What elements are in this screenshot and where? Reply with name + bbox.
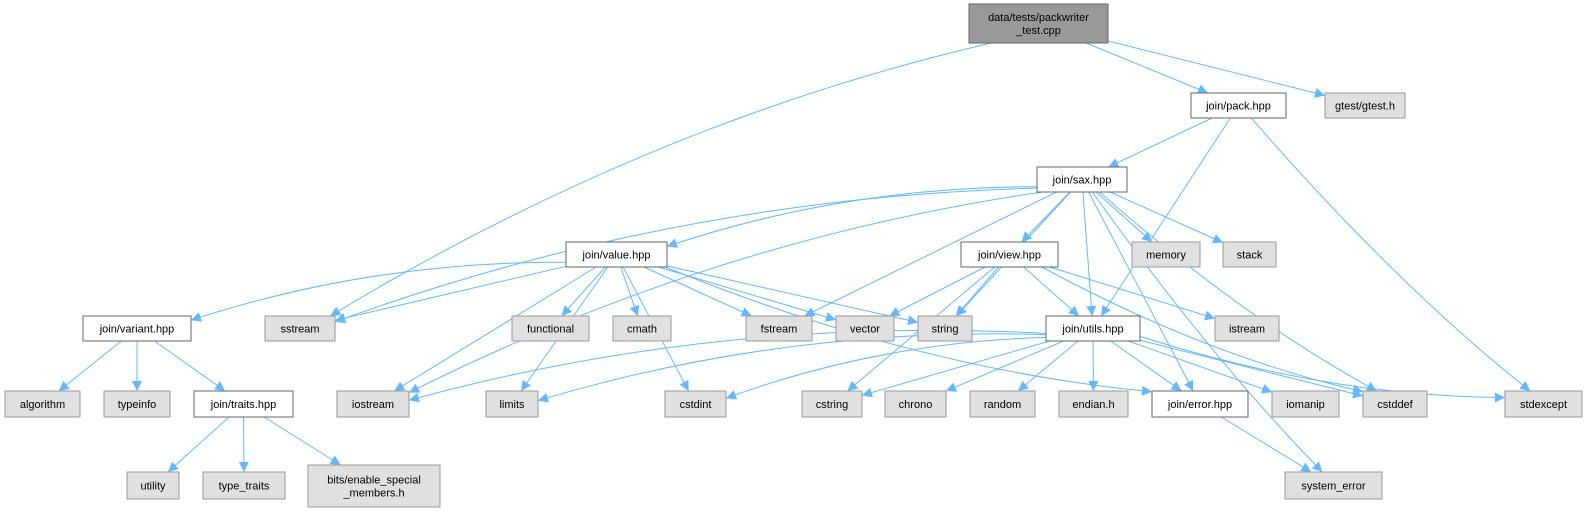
edge-view-to-utils xyxy=(1024,267,1079,316)
node-istream: istream xyxy=(1215,316,1279,341)
node-utility: utility xyxy=(127,472,179,499)
edge-root-to-gtest xyxy=(1108,41,1325,95)
node-label: random xyxy=(984,399,1021,411)
node-label: sstream xyxy=(280,324,319,336)
node-cstdint: cstdint xyxy=(665,391,726,417)
node-variant[interactable]: join/variant.hpp xyxy=(83,316,191,341)
node-root[interactable]: data/tests/packwriter_test.cpp xyxy=(969,4,1108,43)
node-sstream: sstream xyxy=(265,316,335,341)
node-label: cmath xyxy=(627,324,657,336)
node-label: vector xyxy=(850,324,880,336)
edge-sax-to-utils xyxy=(1083,192,1092,316)
node-label: utility xyxy=(140,481,166,493)
node-label: limits xyxy=(499,399,525,411)
node-label: iostream xyxy=(352,399,394,411)
edge-value-to-fstream xyxy=(644,267,752,316)
node-label: _members.h xyxy=(342,488,404,500)
node-label: typeinfo xyxy=(118,399,157,411)
node-label: _test.cpp xyxy=(1015,25,1061,37)
node-label: join/error.hpp xyxy=(1167,399,1232,411)
node-cmath: cmath xyxy=(613,316,671,341)
node-label: algorithm xyxy=(20,399,65,411)
node-label: join/value.hpp xyxy=(582,250,651,262)
node-sax[interactable]: join/sax.hpp xyxy=(1037,167,1127,192)
edge-value-to-variant xyxy=(191,262,566,320)
edge-utils-to-cstddef xyxy=(1140,340,1363,396)
node-memory: memory xyxy=(1132,242,1200,267)
node-typeinfo: typeinfo xyxy=(104,391,170,417)
node-stack: stack xyxy=(1223,242,1276,267)
edge-utils-to-cstdint xyxy=(726,337,1046,398)
node-label: join/view.hpp xyxy=(977,250,1041,262)
node-string: string xyxy=(918,316,972,341)
edge-pack-to-sax xyxy=(1108,118,1212,167)
edge-variant-to-traits xyxy=(155,341,226,391)
edge-value-to-sstream xyxy=(335,266,566,320)
node-label: chrono xyxy=(899,399,933,411)
node-vector: vector xyxy=(836,316,894,341)
node-chrono: chrono xyxy=(885,391,946,417)
node-label: join/sax.hpp xyxy=(1052,175,1112,187)
edge-variant-to-algorithm xyxy=(59,341,122,391)
node-stdexcept: stdexcept xyxy=(1505,391,1582,417)
node-gtest: gtest/gtest.h xyxy=(1325,93,1405,118)
node-label: endian.h xyxy=(1072,399,1114,411)
node-functional: functional xyxy=(512,316,589,341)
node-endian: endian.h xyxy=(1059,391,1128,417)
node-label: join/pack.hpp xyxy=(1205,101,1271,113)
node-limits: limits xyxy=(486,391,538,417)
edge-sax-to-iostream xyxy=(409,192,1043,393)
edge-sax-to-sstream xyxy=(335,188,1037,322)
node-cstring: cstring xyxy=(802,391,862,417)
node-bits: bits/enable_special_members.h xyxy=(308,465,440,507)
node-label: istream xyxy=(1229,324,1265,336)
edge-sax-to-value xyxy=(667,187,1037,247)
node-utils[interactable]: join/utils.hpp xyxy=(1046,316,1140,341)
node-label: join/traits.hpp xyxy=(210,399,276,411)
edge-sax-to-view xyxy=(1022,192,1070,242)
node-error[interactable]: join/error.hpp xyxy=(1152,391,1248,417)
node-algorithm: algorithm xyxy=(5,391,80,417)
node-label: fstream xyxy=(761,324,798,336)
node-iomanip: iomanip xyxy=(1272,391,1339,417)
nodes-layer: data/tests/packwriter_test.cpp join/pack.… xyxy=(5,4,1582,507)
node-random: random xyxy=(970,391,1035,417)
node-value[interactable]: join/value.hpp xyxy=(566,242,667,267)
node-label: stdexcept xyxy=(1520,399,1567,411)
node-label: system_error xyxy=(1301,481,1366,493)
edge-view-to-string xyxy=(956,267,999,316)
edge-utils-to-stdexcept xyxy=(1140,336,1505,397)
node-label: cstring xyxy=(816,399,848,411)
node-label: cstddef xyxy=(1377,399,1413,411)
node-label: iomanip xyxy=(1286,399,1325,411)
node-label: join/utils.hpp xyxy=(1061,324,1123,336)
node-system_error: system_error xyxy=(1285,472,1382,499)
edge-traits-to-bits xyxy=(264,417,340,465)
edge-pack-to-stdexcept xyxy=(1251,118,1530,391)
edge-traits-to-utility xyxy=(168,417,229,472)
edge-utils-to-random xyxy=(1018,341,1078,391)
node-view[interactable]: join/view.hpp xyxy=(961,242,1058,267)
node-label: gtest/gtest.h xyxy=(1335,101,1395,113)
node-fstream: fstream xyxy=(746,316,812,341)
node-label: bits/enable_special xyxy=(327,475,421,487)
edge-value-to-cmath xyxy=(621,267,638,316)
edge-sax-to-memory xyxy=(1096,192,1152,242)
node-label: join/variant.hpp xyxy=(99,324,175,336)
edge-view-to-vector xyxy=(889,267,985,316)
node-label: functional xyxy=(527,324,574,336)
edge-error-to-system_error xyxy=(1221,417,1311,472)
node-label: data/tests/packwriter xyxy=(988,12,1089,24)
node-type_traits: type_traits xyxy=(203,472,285,499)
node-label: memory xyxy=(1146,250,1186,262)
node-label: type_traits xyxy=(219,481,270,493)
node-label: stack xyxy=(1237,250,1263,262)
node-traits[interactable]: join/traits.hpp xyxy=(194,391,293,417)
node-pack[interactable]: join/pack.hpp xyxy=(1191,93,1286,118)
node-label: string xyxy=(932,324,959,336)
node-label: cstdint xyxy=(680,399,712,411)
node-iostream: iostream xyxy=(337,391,409,417)
node-cstddef: cstddef xyxy=(1363,391,1427,417)
edge-sax-to-stack xyxy=(1110,192,1223,243)
